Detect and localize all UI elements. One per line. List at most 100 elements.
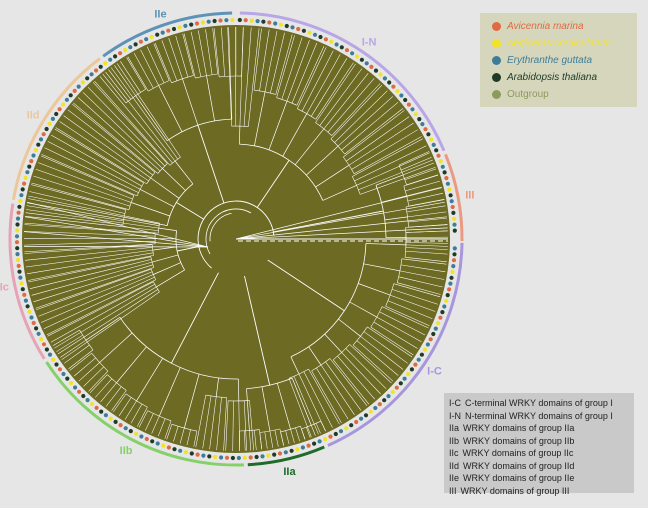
tip-dot [391,84,396,89]
tree-branch [406,174,439,186]
tree-branch [281,37,303,100]
tree-branch [136,406,148,427]
tree-branch [140,49,159,86]
tip-dot [207,454,212,459]
tree-branch [405,242,449,244]
tree-branch [25,212,123,226]
legend-dot [492,90,501,99]
tip-dot [189,22,194,27]
tree-branch [151,415,160,434]
legend-dot [492,73,501,82]
tip-dot [328,434,333,439]
tree-branch [110,67,178,160]
tree-branch [33,264,153,303]
tip-dot [296,26,301,32]
tree-branch [119,317,239,380]
tip-dot [224,18,229,23]
tree-branch [99,332,133,363]
tip-dot [431,142,436,147]
tip-dot [68,93,73,98]
tree-branch [405,180,440,192]
tip-dot [409,367,414,372]
tree-branch [74,357,96,377]
tree-branch [202,395,212,449]
tree-branch [311,425,316,436]
tip-dot [364,61,369,66]
tip-dot [19,281,24,286]
tree-branch [105,386,122,407]
tree-branch [100,382,117,403]
tip-dot [18,198,23,204]
tree-branch [400,156,432,171]
tip-dot [20,287,25,292]
clade-arc-i-n [239,11,446,152]
tree-branch [381,195,407,203]
tree-branch [162,168,186,191]
tree-branch [290,243,367,358]
tip-dot [118,423,123,428]
tree-branch [94,378,113,398]
tip-dot [206,19,211,24]
tip-dot [22,292,27,297]
tree-branch [166,183,194,226]
tip-dot [178,448,183,453]
tip-dot [428,337,433,342]
tree-branch [325,361,362,411]
tree-branch [46,279,156,336]
tip-dot [23,175,28,180]
tip-dot [248,455,253,460]
tree-branch [44,147,139,193]
tip-dot [344,48,350,53]
legend-item-aegiceras-corniculatum: Aegiceras corniculatum [492,35,637,52]
tip-dot [242,455,247,460]
tip-dot [448,281,453,286]
tree-branch [41,154,138,197]
tree-branch [393,283,441,298]
tree-branch [319,68,363,126]
tree-branch [25,216,209,248]
tree-branch [59,121,149,182]
tip-dot [189,451,194,456]
tree-branch [54,286,157,349]
tree-branch [274,430,279,447]
tree-branch [213,28,220,77]
tree-branch [105,71,176,162]
tree-branch [28,195,160,224]
tip-dot [39,337,44,342]
tree-branch [268,100,288,151]
clade-label-iic: IIc [0,281,9,293]
tip-dot [398,381,403,386]
tree-branch [401,258,447,265]
tip-dot [172,447,177,452]
tip-dot [434,148,439,153]
tip-dot [433,326,438,331]
tree-branch [291,42,318,104]
tree-branch [349,344,392,384]
tree-branch [376,316,422,343]
tip-dot [283,450,288,455]
tree-branch [186,429,191,446]
tree-branch [235,216,447,240]
tip-dot [267,20,272,25]
tip-dot [277,451,283,456]
tree-branch [193,431,198,447]
tree-branch [228,27,231,77]
tree-branch [232,400,234,452]
tip-dot [23,298,28,303]
tip-dot [98,64,103,69]
tree-branch [248,28,260,127]
tip-dot [166,445,171,450]
tree-branch [130,403,143,424]
tip-dot [344,426,349,431]
tree-branch [183,373,200,429]
tip-dot [417,117,422,122]
tree-branch [381,306,429,329]
abbreviation-text: WRKY domains of group IIe [463,473,575,483]
tree-branch [40,274,154,323]
tree-branch [116,63,181,158]
tree-branch [197,200,275,269]
tree-branch [69,352,92,371]
tip-dot [450,204,455,210]
tree-branch [235,187,442,240]
